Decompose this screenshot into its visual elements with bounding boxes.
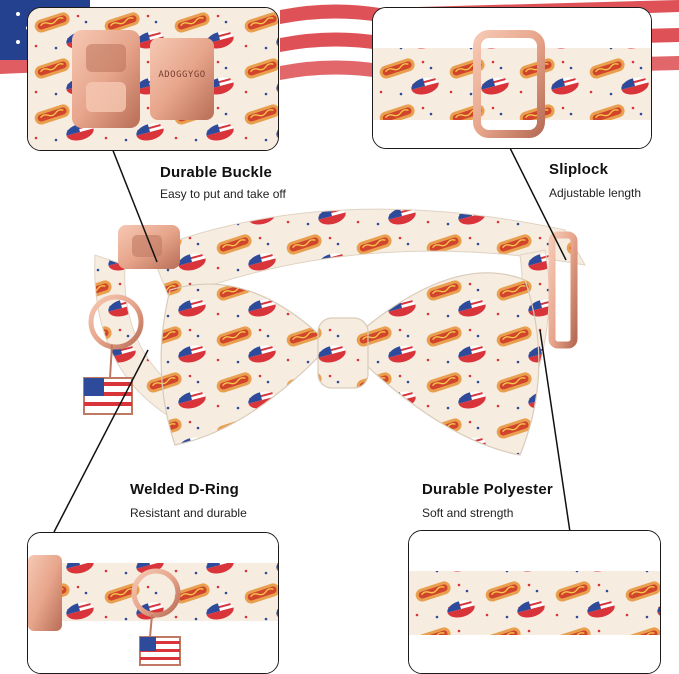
polyester-feature-title: Durable Polyester — [422, 481, 553, 498]
buckle-male-part — [72, 30, 140, 128]
d-ring-feature-title: Welded D-Ring — [130, 481, 239, 498]
buckle-engraving: ADOGGYGO — [158, 70, 206, 80]
sliplock-buckle — [473, 30, 545, 138]
collar-d-ring — [83, 294, 144, 415]
d-ring-feature-subtitle: Resistant and durable — [130, 506, 247, 520]
sliplock-feature-title: Sliplock — [549, 161, 609, 178]
d-ring-closeup — [131, 568, 181, 666]
sliplock-detail-box — [372, 7, 652, 149]
buckle-female-part — [150, 38, 214, 120]
buckle-detail-box: ADOGGYGO — [27, 7, 279, 151]
polyester-detail-box — [408, 530, 661, 674]
buckle-feature-subtitle: Easy to put and take off — [160, 187, 286, 201]
d-ring-detail-box — [27, 532, 279, 674]
sliplock-feature-subtitle: Adjustable length — [549, 186, 642, 200]
buckle-feature-title: Durable Buckle — [160, 164, 273, 181]
flag-charm — [83, 377, 133, 415]
bowtie — [160, 272, 540, 456]
collar-sliplock — [548, 231, 578, 349]
polyester-feature-subtitle: Soft and strength — [422, 506, 514, 520]
collar-buckle — [118, 225, 180, 269]
